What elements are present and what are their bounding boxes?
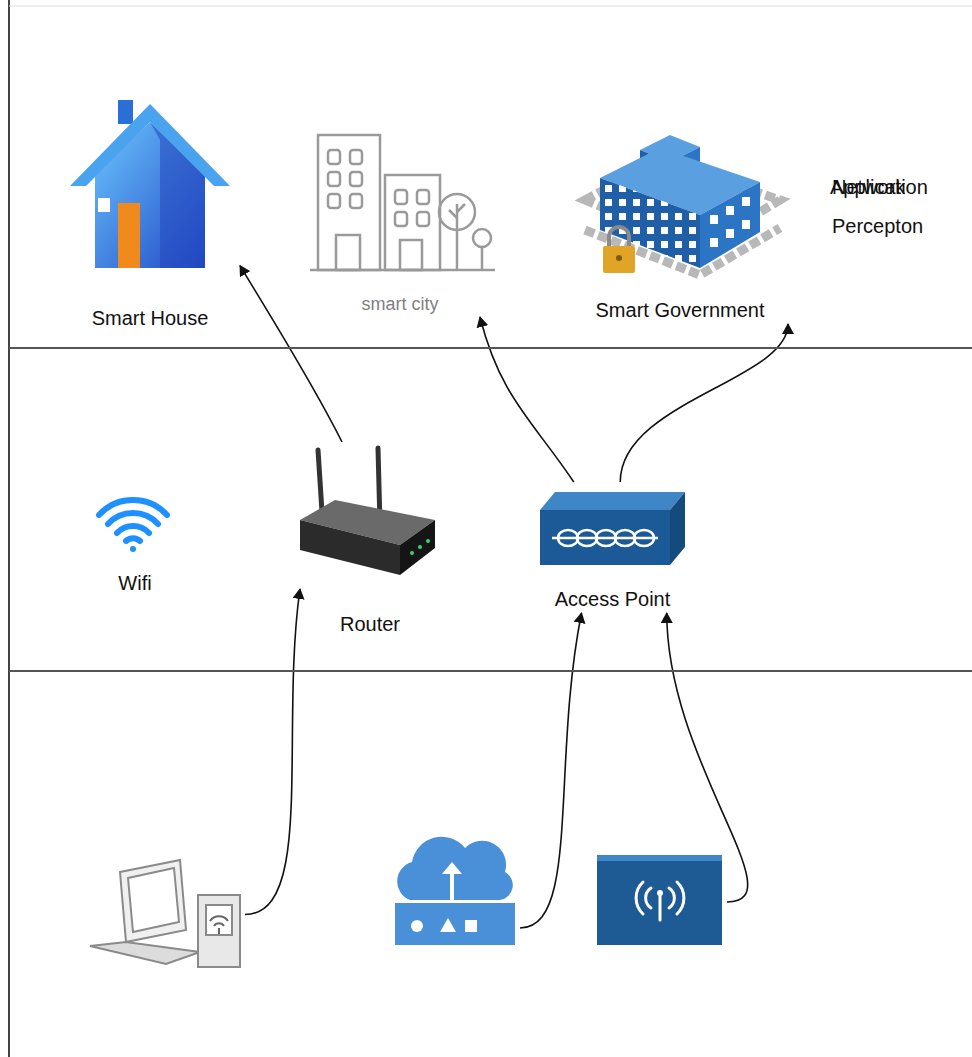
device-node: Smart House bbox=[60, 95, 240, 332]
frame-line bbox=[9, 6, 972, 7]
device-node: Router bbox=[300, 442, 440, 638]
node-label: Smart Government bbox=[596, 299, 765, 322]
connector-arrow bbox=[245, 589, 300, 915]
device-node: Smart Government bbox=[560, 110, 800, 324]
city-icon bbox=[310, 135, 495, 270]
node-label: Access Point bbox=[555, 588, 671, 611]
layer-band: Percepton bbox=[9, 670, 972, 1057]
layer-label: Network bbox=[832, 176, 905, 199]
device-node: Wifi bbox=[85, 497, 185, 597]
connector-arrow bbox=[667, 613, 748, 902]
wifi-icon bbox=[99, 500, 167, 552]
wireless-icon bbox=[597, 855, 722, 945]
layer-band: NetworkWifiRouterAccess Point bbox=[9, 347, 972, 670]
laptop-icon bbox=[90, 860, 240, 967]
connector-arrow bbox=[520, 613, 582, 928]
node-label: smart city bbox=[361, 294, 438, 315]
device-node bbox=[85, 857, 245, 972]
connector-arrow bbox=[240, 266, 342, 442]
node-label: Smart House bbox=[92, 307, 209, 330]
device-node bbox=[592, 852, 727, 952]
cloud-icon bbox=[395, 837, 515, 945]
connector-arrow bbox=[480, 317, 574, 482]
government-icon bbox=[585, 135, 780, 275]
router-icon bbox=[300, 448, 435, 575]
layer-label: Percepton bbox=[832, 215, 923, 238]
device-node: Access Point bbox=[535, 482, 690, 613]
node-label: Wifi bbox=[118, 572, 151, 595]
node-label: Router bbox=[340, 613, 400, 636]
house-icon bbox=[70, 100, 230, 268]
layer-band: ApplicationSmart Housesmart citySmart Go… bbox=[9, 0, 972, 347]
device-node: smart city bbox=[300, 125, 500, 317]
device-node bbox=[385, 832, 520, 952]
access-point-icon bbox=[540, 492, 685, 565]
